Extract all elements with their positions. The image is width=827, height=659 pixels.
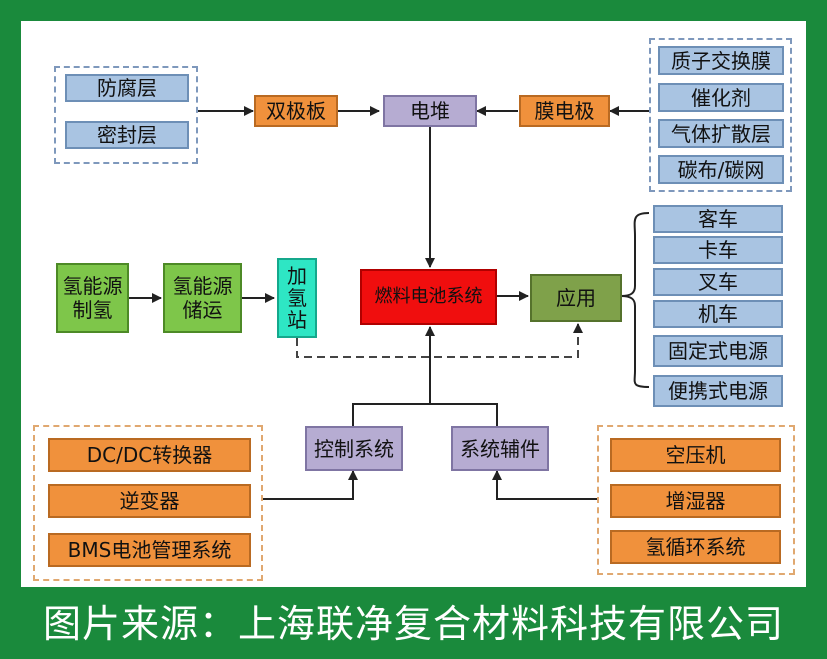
arrow-components-to-aux: [492, 470, 597, 500]
node-application: 应用: [530, 274, 622, 322]
node-stack: 电堆: [383, 95, 477, 127]
node-bipolar-plate: 双极板: [254, 95, 338, 127]
node-auxiliary-system: 系统辅件: [451, 426, 549, 471]
connector-lines: [129, 106, 650, 500]
image-source-caption: 图片来源：上海联净复合材料科技有限公司: [42, 601, 784, 646]
node-air-compressor: 空压机: [610, 438, 781, 472]
node-forklift: 叉车: [653, 268, 783, 296]
node-bms: BMS电池管理系统: [48, 533, 251, 567]
control-component-group: [33, 425, 263, 581]
node-humidifier: 增湿器: [610, 484, 781, 518]
node-pem: 质子交换膜: [658, 46, 784, 75]
arrow-station-to-application: [296, 323, 583, 358]
connector-control-branch: [352, 403, 498, 426]
node-gdl: 气体扩散层: [658, 119, 784, 148]
node-portable-power: 便携式电源: [653, 375, 783, 407]
mea-component-group: [649, 38, 792, 192]
node-mea: 膜电极: [519, 95, 610, 127]
diagram-canvas: 防腐层 密封层 双极板 电堆 膜电极 质子交换膜 催化剂 气体扩散层 碳布/碳网…: [21, 21, 806, 587]
node-hydrogen-station: 加 氢 站: [277, 258, 317, 338]
node-hydrogen-storage: 氢能源 储运: [163, 263, 242, 333]
node-hydrogen-recirculation: 氢循环系统: [610, 530, 781, 564]
node-truck: 卡车: [653, 236, 783, 264]
coating-group: [54, 66, 198, 164]
node-control-system: 控制系统: [305, 426, 403, 471]
auxiliary-component-group: [597, 425, 795, 575]
node-bus: 客车: [653, 205, 783, 233]
node-sealing: 密封层: [65, 121, 189, 149]
node-inverter: 逆变器: [48, 484, 251, 518]
node-catalyst: 催化剂: [658, 83, 784, 112]
node-carbon-cloth: 碳布/碳网: [658, 155, 784, 184]
node-anticorrosion: 防腐层: [65, 74, 189, 102]
node-locomotive: 机车: [653, 300, 783, 328]
node-stationary-power: 固定式电源: [653, 335, 783, 367]
node-hydrogen-production: 氢能源 制氢: [56, 263, 129, 333]
node-dcdc: DC/DC转换器: [48, 438, 251, 472]
application-brace: [620, 212, 650, 388]
arrow-components-to-control: [263, 470, 358, 500]
node-fuel-cell-system: 燃料电池系统: [360, 269, 497, 325]
